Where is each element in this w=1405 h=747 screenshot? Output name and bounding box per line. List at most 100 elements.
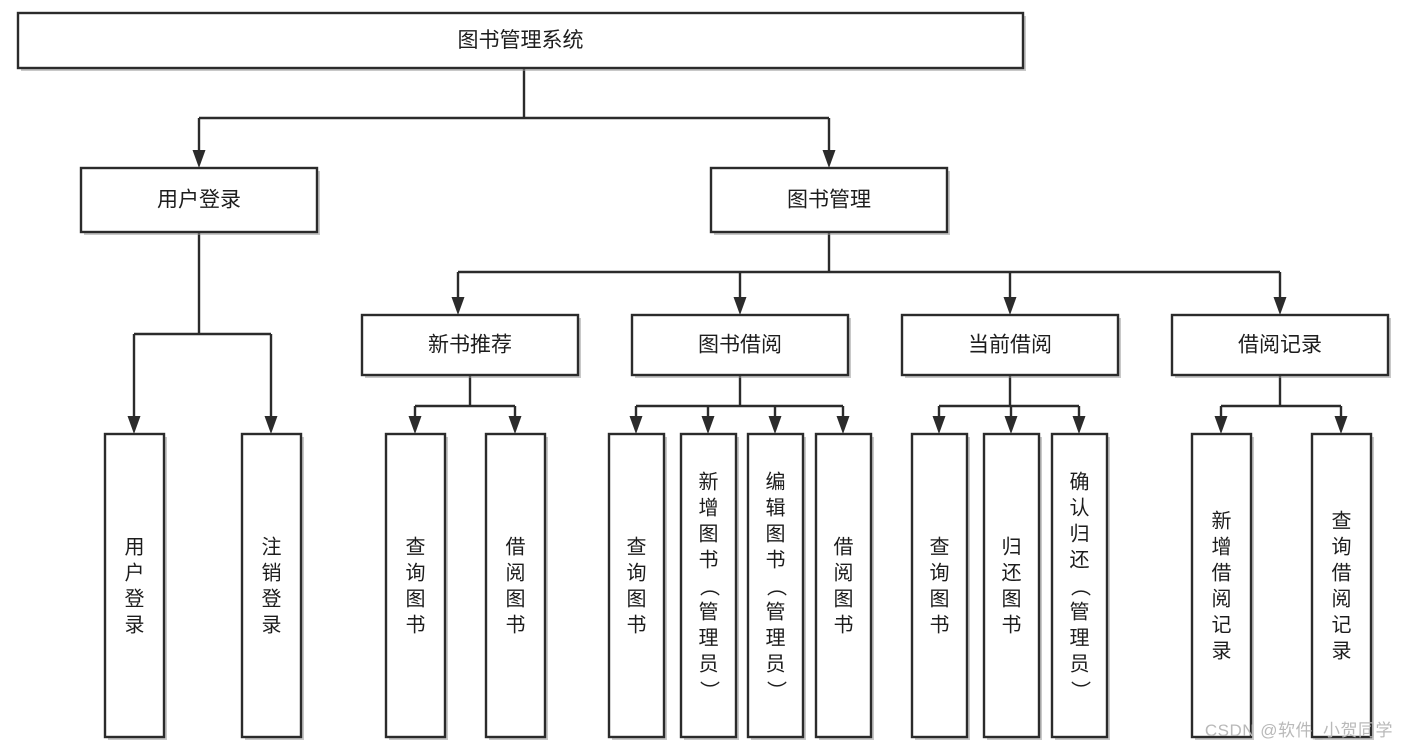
node-box[interactable] [709, 166, 949, 234]
node-label-char: 查 [930, 536, 950, 559]
node-label-char: 记 [1212, 614, 1232, 637]
node-level1-图书管理[interactable]: 图书管理 [709, 166, 950, 235]
node-label-char: 图 [766, 524, 786, 546]
node-box[interactable] [814, 432, 873, 739]
node-level2-新书推荐[interactable]: 新书推荐 [360, 313, 581, 378]
node-box[interactable] [630, 313, 850, 377]
node-label: 图书借阅 [698, 334, 782, 357]
node-label: 新书推荐 [428, 334, 512, 357]
arrow-head-icon [408, 416, 422, 434]
node-box[interactable] [16, 11, 1025, 70]
node-level2-借阅记录[interactable]: 借阅记录 [1170, 313, 1391, 378]
node-label-char: 查 [627, 536, 647, 559]
node-label-char: 录 [262, 615, 282, 637]
node-label-char: 管 [1070, 601, 1090, 624]
node-label-char: 借 [1332, 562, 1352, 585]
node-label-char: 图 [506, 589, 526, 611]
node-level2-当前借阅[interactable]: 当前借阅 [900, 313, 1121, 378]
node-label-char: 新 [1212, 510, 1232, 533]
node-label-char: 登 [262, 588, 282, 611]
node-box[interactable] [746, 432, 805, 739]
node-box[interactable] [900, 313, 1120, 377]
node-label-char: 员 [699, 654, 719, 676]
arrow-head-icon [932, 416, 946, 434]
node-box[interactable] [79, 166, 319, 234]
node-label-char: （ [698, 577, 721, 597]
node-label-char: （ [1069, 577, 1092, 597]
node-label: 借阅记录 [1238, 334, 1322, 357]
node-box[interactable] [910, 432, 969, 739]
arrow-head-icon [701, 416, 715, 434]
node-label-char: 书 [930, 614, 950, 637]
connector-user-login-to-leaves [127, 232, 278, 434]
node-label-char: 户 [125, 562, 145, 585]
node-label-char: 查 [1332, 510, 1352, 533]
node-label-char: 还 [1002, 562, 1022, 585]
node-label-char: 注 [262, 536, 282, 559]
node-label-char: 确 [1070, 471, 1090, 494]
arrow-head-icon [1072, 416, 1086, 434]
node-level1-用户登录[interactable]: 用户登录 [79, 166, 320, 235]
node-label-char: 书 [506, 614, 526, 637]
node-box[interactable] [679, 432, 738, 739]
node-box[interactable] [1170, 313, 1390, 377]
node-box[interactable] [240, 432, 303, 739]
node-root-图书管理系统[interactable]: 图书管理系统 [16, 11, 1026, 71]
node-label-char: 书 [406, 614, 426, 637]
node-label-char: 理 [766, 628, 786, 650]
node-box[interactable] [1190, 432, 1253, 739]
connector-root-to-level1 [192, 68, 836, 168]
node-box[interactable] [103, 432, 166, 739]
node-label-char: 增 [699, 497, 719, 520]
node-label-char: 归 [1070, 523, 1090, 546]
node-box[interactable] [1050, 432, 1109, 739]
node-label-char: 辑 [766, 497, 786, 520]
node-label-char: 询 [406, 562, 426, 585]
node-leaf-用户登录[interactable]: 用户登录 [103, 432, 167, 740]
node-label-char: 用 [125, 537, 145, 559]
node-box[interactable] [982, 432, 1041, 739]
node-label-char: 员 [766, 654, 786, 676]
nodes-layer: 图书管理系统用户登录图书管理新书推荐图书借阅当前借阅借阅记录用户登录注销登录查询… [16, 11, 1391, 740]
arrow-head-icon [1004, 416, 1018, 434]
node-label-char: 登 [125, 588, 145, 611]
node-label-char: 录 [125, 615, 145, 637]
node-label-char: 记 [1332, 614, 1352, 637]
node-box[interactable] [1310, 432, 1373, 739]
node-box[interactable] [484, 432, 547, 739]
node-box[interactable] [607, 432, 666, 739]
node-box[interactable] [360, 313, 580, 377]
node-level2-图书借阅[interactable]: 图书借阅 [630, 313, 851, 378]
node-label: 用户登录 [125, 537, 145, 637]
node-label-char: 录 [1332, 641, 1352, 663]
node-label-char: 编 [766, 471, 786, 494]
arrow-head-icon [836, 416, 850, 434]
node-box[interactable] [384, 432, 447, 739]
node-label-char: 询 [627, 562, 647, 585]
node-label-char: 还 [1070, 549, 1090, 572]
node-label-char: 认 [1070, 497, 1090, 520]
node-label-char: 书 [766, 549, 786, 572]
node-label-char: 询 [930, 562, 950, 585]
node-label-char: 书 [834, 614, 854, 637]
